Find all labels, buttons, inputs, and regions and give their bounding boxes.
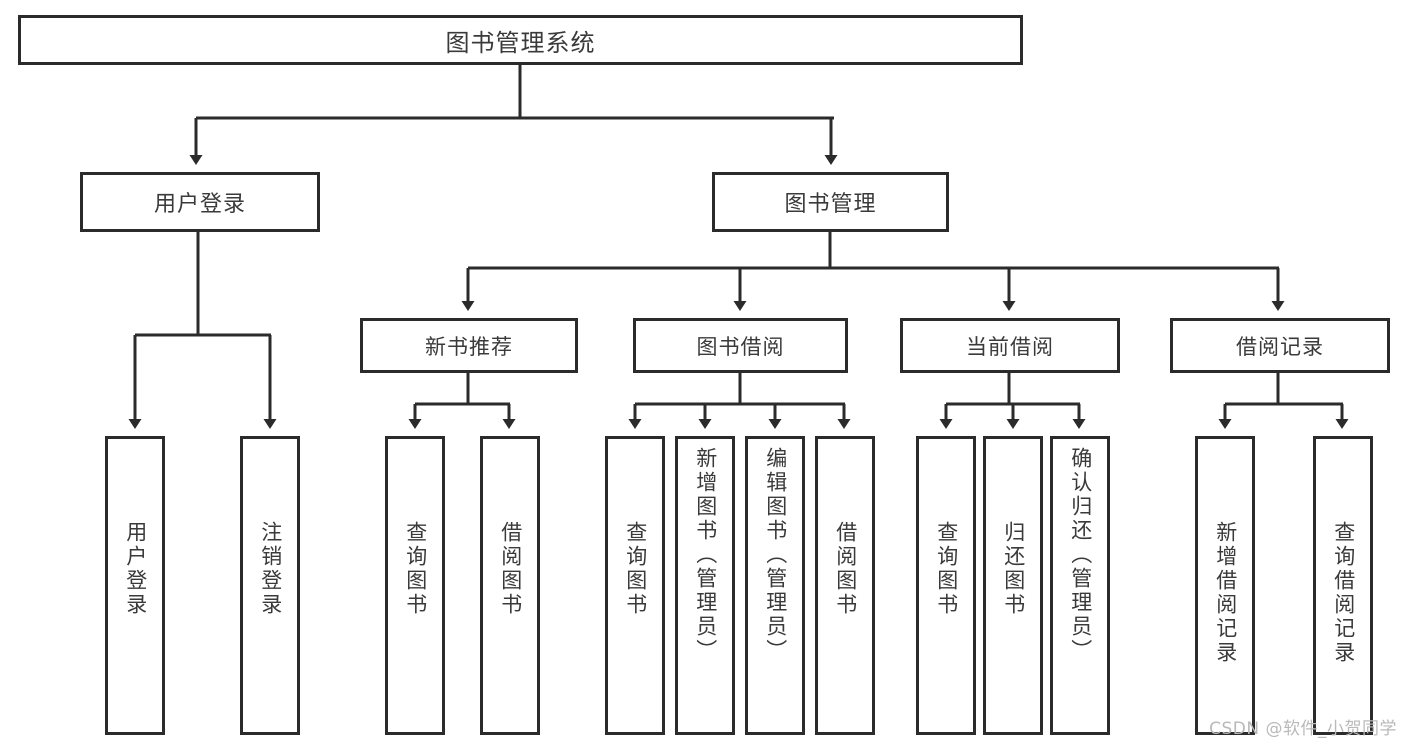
node-root-label: 图书管理系统 xyxy=(445,28,596,57)
leaf-query-book-borrow[interactable]: 查询图书 xyxy=(605,436,665,735)
node-user-login-label: 用户登录 xyxy=(153,192,246,217)
leaf-borrow-book[interactable]: 借阅图书 xyxy=(815,436,875,735)
leaf-confirm-return-admin-label: 确认归还（管理员） xyxy=(1068,447,1093,663)
leaf-query-borrow-record-label: 查询借阅记录 xyxy=(1331,521,1356,665)
leaf-borrow-book-recommend[interactable]: 借阅图书 xyxy=(480,436,540,735)
node-book-management-label: 图书管理 xyxy=(784,192,877,217)
leaf-query-book-borrow-label: 查询图书 xyxy=(623,521,648,617)
node-book-management[interactable]: 图书管理 xyxy=(712,172,949,232)
leaf-add-book-admin-label: 新增图书（管理员） xyxy=(693,447,718,663)
csdn-watermark: CSDN @软件_小贺同学 xyxy=(1209,719,1397,739)
leaf-user-login[interactable]: 用户登录 xyxy=(105,436,165,735)
leaf-return-book-label: 归还图书 xyxy=(1001,521,1026,617)
node-current-borrow-label: 当前借阅 xyxy=(966,334,1054,359)
leaf-query-book-recommend[interactable]: 查询图书 xyxy=(385,436,445,735)
leaf-confirm-return-admin[interactable]: 确认归还（管理员） xyxy=(1050,436,1110,735)
leaf-user-logout-label: 注销登录 xyxy=(258,521,283,617)
leaf-query-borrow-record[interactable]: 查询借阅记录 xyxy=(1313,436,1373,735)
leaf-add-borrow-record[interactable]: 新增借阅记录 xyxy=(1195,436,1255,735)
node-new-book-recommend[interactable]: 新书推荐 xyxy=(360,318,578,373)
node-new-book-recommend-label: 新书推荐 xyxy=(425,334,513,359)
leaf-add-book-admin[interactable]: 新增图书（管理员） xyxy=(675,436,735,735)
node-borrow-record-label: 借阅记录 xyxy=(1236,334,1324,359)
leaf-user-logout[interactable]: 注销登录 xyxy=(240,436,300,735)
leaf-query-book-current-label: 查询图书 xyxy=(934,521,959,617)
node-borrow-record[interactable]: 借阅记录 xyxy=(1170,318,1390,373)
leaf-edit-book-admin-label: 编辑图书（管理员） xyxy=(763,447,788,663)
leaf-borrow-book-recommend-label: 借阅图书 xyxy=(498,521,523,617)
leaf-query-book-recommend-label: 查询图书 xyxy=(403,521,428,617)
leaf-user-login-label: 用户登录 xyxy=(123,521,148,617)
node-root-system[interactable]: 图书管理系统 xyxy=(18,15,1023,65)
leaf-borrow-book-label: 借阅图书 xyxy=(833,521,858,617)
leaf-add-borrow-record-label: 新增借阅记录 xyxy=(1213,521,1238,665)
node-user-login[interactable]: 用户登录 xyxy=(80,172,320,232)
leaf-query-book-current[interactable]: 查询图书 xyxy=(916,436,976,735)
node-book-borrow[interactable]: 图书借阅 xyxy=(633,318,848,373)
leaf-edit-book-admin[interactable]: 编辑图书（管理员） xyxy=(745,436,805,735)
leaf-return-book[interactable]: 归还图书 xyxy=(983,436,1043,735)
node-current-borrow[interactable]: 当前借阅 xyxy=(900,318,1120,373)
node-book-borrow-label: 图书借阅 xyxy=(696,334,785,359)
